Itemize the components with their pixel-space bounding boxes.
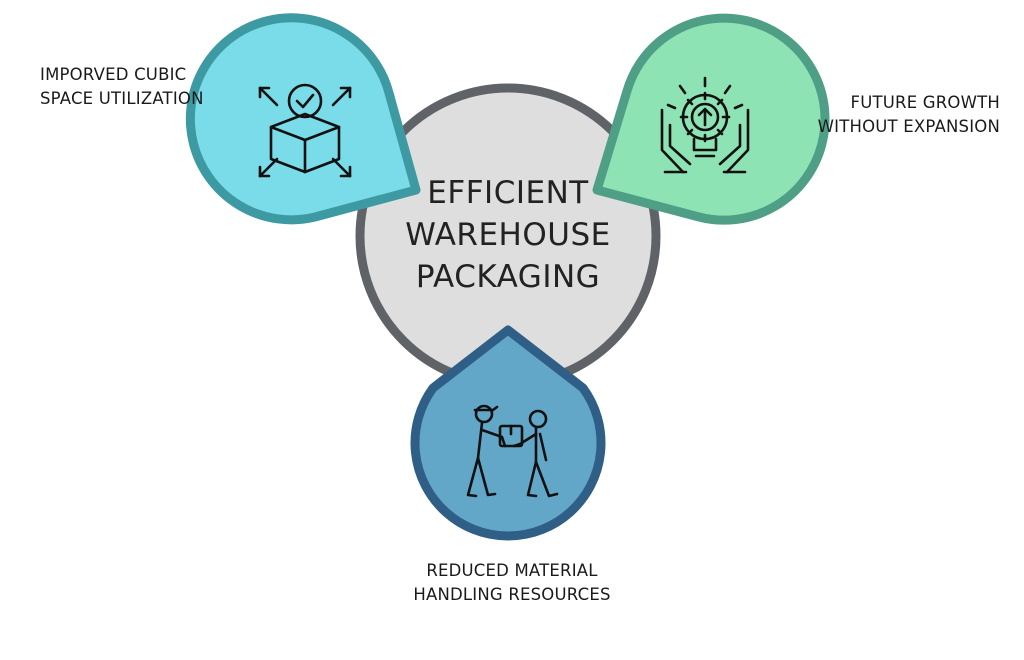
caption-line: IMPORVED CUBIC	[40, 65, 187, 84]
box-expand-check-icon	[258, 83, 352, 178]
drop-future-growth	[592, 13, 830, 225]
caption-line: FUTURE GROWTH	[850, 93, 1000, 112]
caption-line: SPACE UTILIZATION	[40, 89, 204, 108]
center-title-line-3: PACKAGING	[415, 259, 601, 295]
caption-future-growth: FUTURE GROWTH WITHOUT EXPANSION	[818, 91, 1000, 139]
drop-cubic-space	[185, 13, 421, 225]
caption-line: HANDLING RESOURCES	[413, 585, 611, 604]
center-title: EFFICIENT WAREHOUSE PACKAGING	[378, 172, 638, 298]
caption-line: REDUCED MATERIAL	[426, 561, 598, 580]
hands-lightbulb-gear-icon	[660, 76, 750, 174]
caption-line: WITHOUT EXPANSION	[817, 117, 1000, 136]
workers-handing-box-icon	[466, 404, 559, 498]
caption-cubic-space: IMPORVED CUBIC SPACE UTILIZATION	[40, 63, 204, 111]
drop-material-handling	[410, 325, 606, 541]
center-title-line-2: WAREHOUSE	[405, 217, 611, 253]
caption-material-handling: REDUCED MATERIAL HANDLING RESOURCES	[398, 559, 626, 607]
center-title-line-1: EFFICIENT	[427, 175, 589, 211]
